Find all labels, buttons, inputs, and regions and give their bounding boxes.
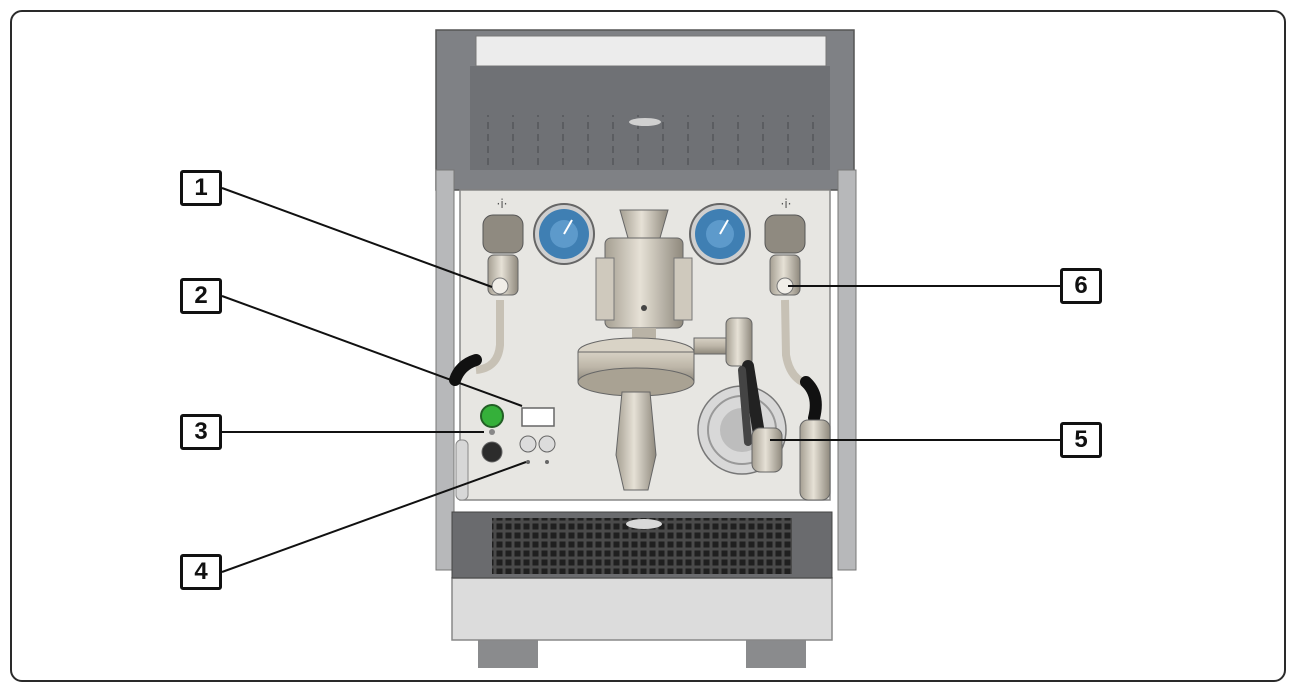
callout-leader-lines (221, 187, 1060, 573)
machine-feet (478, 640, 806, 668)
left-valve-steam-wand: ·i· (449, 197, 524, 386)
side-handle (455, 439, 469, 501)
callout-5: 5 (1060, 422, 1102, 458)
pressure-gauge-right-icon (689, 203, 751, 265)
drip-tray (451, 511, 833, 579)
callout-1: 1 (180, 170, 222, 206)
svg-text:·i·: ·i· (781, 197, 792, 211)
svg-text:·i·: ·i· (497, 197, 508, 211)
group-head (577, 209, 753, 491)
control-panel (480, 404, 556, 464)
callout-2: 2 (180, 278, 222, 314)
pressure-gauge-left-icon (533, 203, 595, 265)
callout-3: 3 (180, 414, 222, 450)
callout-4: 4 (180, 554, 222, 590)
callout-6: 6 (1060, 268, 1102, 304)
